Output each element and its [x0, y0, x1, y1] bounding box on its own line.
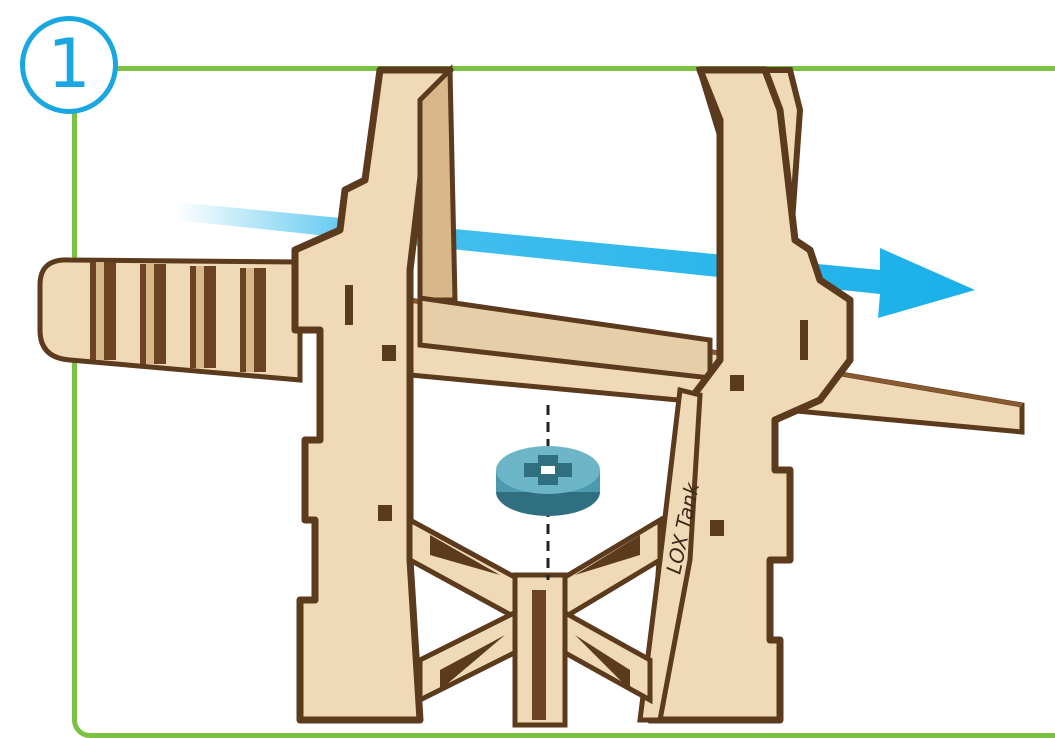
ribbed-handle [40, 260, 300, 380]
step-number-badge: 1 [20, 16, 118, 114]
frame-inner-top [420, 70, 710, 378]
step-number: 1 [47, 31, 90, 99]
cross-hub-connector-icon [496, 446, 600, 516]
lattice-struts [410, 520, 660, 725]
